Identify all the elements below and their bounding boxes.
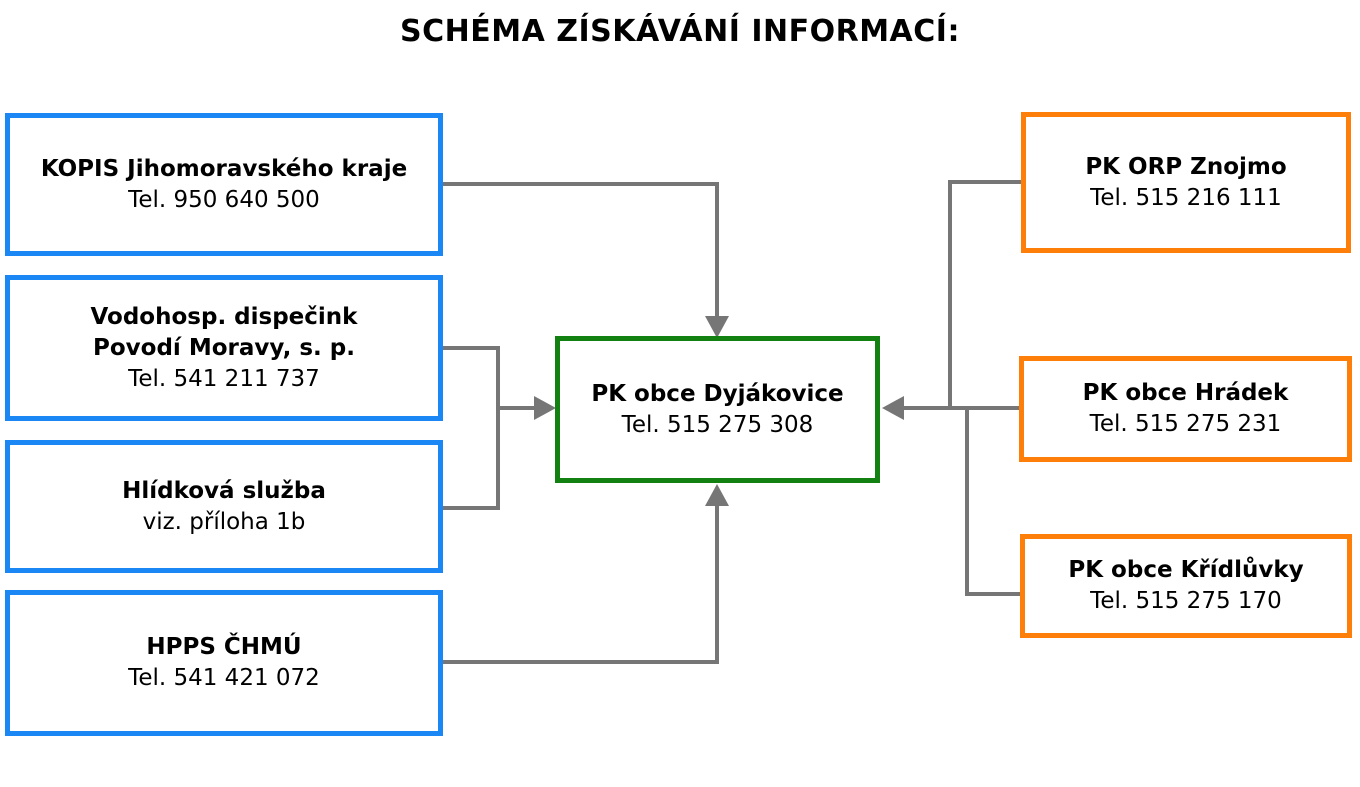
source-name: HPPS ČHMÚ: [146, 634, 302, 660]
arrowhead-bottom: [705, 484, 729, 506]
source-detail: viz. příloha 1b: [142, 508, 306, 535]
source-name: Hlídková služba: [122, 477, 326, 504]
arrowhead-right: [882, 396, 904, 420]
connector-hpps: [442, 502, 719, 664]
source-box-kridluvky: PK obce Křídlůvky Tel. 515 275 170: [1020, 534, 1352, 638]
connector-znojmo: [948, 180, 1022, 408]
connector-vodohosp: [442, 346, 500, 510]
center-box-dyjakovice: PK obce Dyjákovice Tel. 515 275 308: [555, 336, 880, 483]
source-box-znojmo: PK ORP Znojmo Tel. 515 216 111: [1021, 112, 1351, 253]
source-detail: Tel. 541 211 737: [128, 365, 320, 392]
source-box-hlidkova: Hlídková služba viz. příloha 1b: [5, 440, 443, 573]
source-name: PK obce Křídlůvky: [1068, 557, 1304, 583]
source-box-vodohosp: Vodohosp. dispečink Povodí Moravy, s. p.…: [5, 275, 443, 421]
source-name: PK ORP Znojmo: [1085, 153, 1287, 180]
source-detail: Tel. 515 275 231: [1089, 411, 1282, 437]
center-name: PK obce Dyjákovice: [591, 380, 844, 407]
source-detail: Tel. 515 216 111: [1090, 184, 1282, 211]
diagram-title: SCHÉMA ZÍSKÁVÁNÍ INFORMACÍ:: [400, 14, 960, 49]
source-box-kopis: KOPIS Jihomoravského kraje Tel. 950 640 …: [5, 113, 443, 256]
source-name: KOPIS Jihomoravského kraje: [40, 155, 408, 182]
source-name: PK obce Hrádek: [1082, 380, 1289, 406]
connector-kopis: [442, 182, 719, 320]
source-detail: Tel. 541 421 072: [128, 665, 320, 691]
source-box-hpps: HPPS ČHMÚ Tel. 541 421 072: [5, 590, 443, 736]
source-detail: Tel. 950 640 500: [128, 186, 320, 213]
source-name-line2: Povodí Moravy, s. p.: [93, 334, 355, 361]
arrowhead-top: [705, 316, 729, 338]
source-box-hradek: PK obce Hrádek Tel. 515 275 231: [1019, 356, 1352, 462]
center-detail: Tel. 515 275 308: [621, 411, 814, 438]
connector-kridluvky: [965, 408, 1022, 596]
source-name: Vodohosp. dispečink: [90, 303, 358, 330]
arrowhead-left: [534, 396, 556, 420]
source-detail: Tel. 515 275 170: [1090, 588, 1282, 614]
